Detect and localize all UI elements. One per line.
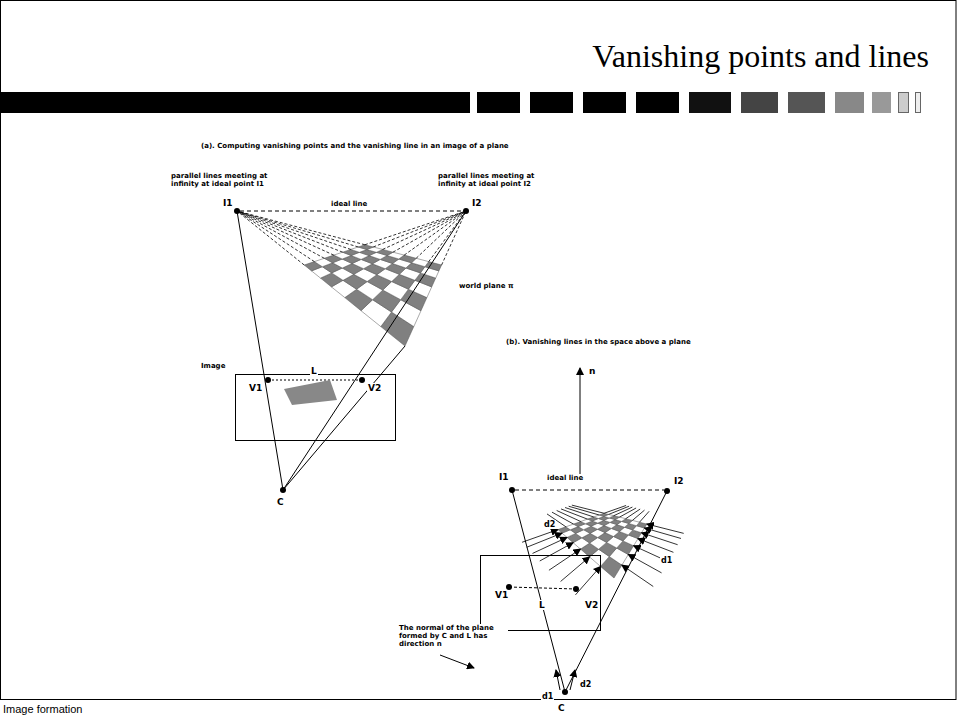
point-label: I2: [673, 476, 685, 486]
note: parallel lines meeting at infinity at id…: [170, 172, 284, 188]
vector-label: d2: [543, 520, 556, 529]
parallel-line: [237, 211, 351, 249]
direction-arrow: [622, 565, 653, 586]
point-label: I1: [222, 198, 234, 208]
line-label: ideal line: [330, 200, 368, 208]
figure-caption: (b). Vanishing lines in the space above …: [505, 338, 767, 346]
slide-title: Vanishing points and lines: [592, 38, 929, 75]
parallel-line: [373, 211, 466, 247]
parallel-line: [237, 211, 358, 247]
point-label: V1: [494, 590, 509, 600]
point-label: I1: [498, 472, 510, 482]
parallel-line: [237, 211, 365, 245]
point-label: V1: [248, 383, 263, 393]
parallel-line: [237, 211, 324, 258]
direction-arrow: [549, 549, 581, 570]
parallel-line: [237, 211, 343, 252]
plane-label: world plane π: [458, 282, 514, 290]
line-label: ideal line: [546, 474, 584, 482]
checker-cell: [358, 245, 373, 250]
vector-label: n: [588, 366, 596, 376]
direction-arrow: [522, 530, 558, 543]
point-label: I2: [471, 198, 483, 208]
checker-cell: [599, 513, 608, 516]
direction-arrow: [642, 533, 678, 545]
parallel-line: [365, 211, 466, 245]
vector-label: d1: [660, 556, 673, 565]
direction-arrow: [527, 533, 562, 547]
direction-arrow: [647, 524, 684, 533]
point-label: C: [276, 497, 285, 507]
direction-arrow: [561, 557, 590, 582]
figure-caption: (a). Computing vanishing points and the …: [200, 142, 532, 150]
note: The normal of the plane formed by C and …: [398, 624, 508, 648]
note: parallel lines meeting at infinity at id…: [437, 172, 551, 188]
direction-arrow: [644, 528, 681, 538]
parallel-line: [237, 211, 304, 265]
image-label: Image: [200, 362, 226, 370]
vector-label: d2: [579, 680, 592, 689]
vector-label: d1: [541, 692, 554, 701]
direction-arrow: [533, 537, 567, 553]
parallel-line: [572, 505, 604, 513]
direction-arrow: [575, 566, 600, 595]
point-label: C: [557, 703, 566, 713]
parallel-line: [604, 505, 626, 513]
parallel-line: [632, 510, 644, 520]
direction-arrow: [638, 539, 673, 553]
point-label: V2: [584, 600, 599, 610]
footer-caption: Image formation: [3, 703, 82, 715]
parallel-line: [626, 509, 640, 519]
direction-arrow: [540, 543, 573, 561]
point-label: V2: [367, 383, 382, 393]
parallel-line: [404, 211, 466, 255]
line-label: L: [538, 600, 546, 610]
parallel-line: [429, 211, 466, 262]
line-label: L: [310, 366, 318, 376]
